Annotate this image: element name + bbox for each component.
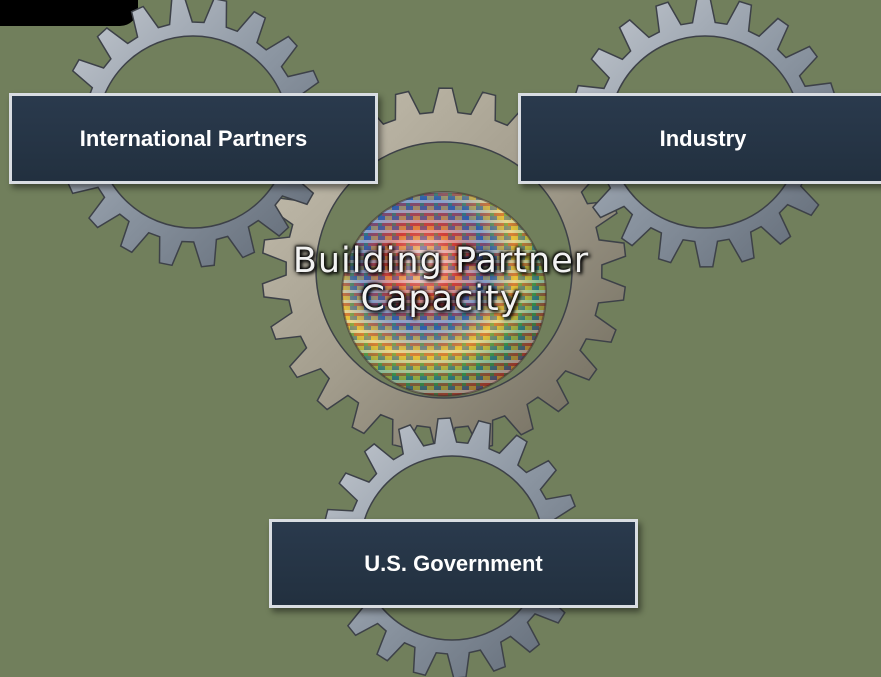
industry-label: Industry — [659, 125, 747, 151]
center-title-line-2: Capacity — [360, 279, 522, 319]
center-title: Building Partner Capacity — [220, 242, 662, 318]
center-title-line-1: Building Partner — [292, 241, 590, 281]
us-government-label: U.S. Government — [364, 550, 543, 576]
us-government-box: U.S. Government — [269, 519, 638, 608]
international-partners-box: International Partners — [9, 93, 378, 184]
globe — [341, 191, 547, 397]
corner-tab — [0, 0, 138, 26]
industry-box: Industry — [518, 93, 881, 184]
international-partners-label: International Partners — [79, 125, 308, 151]
